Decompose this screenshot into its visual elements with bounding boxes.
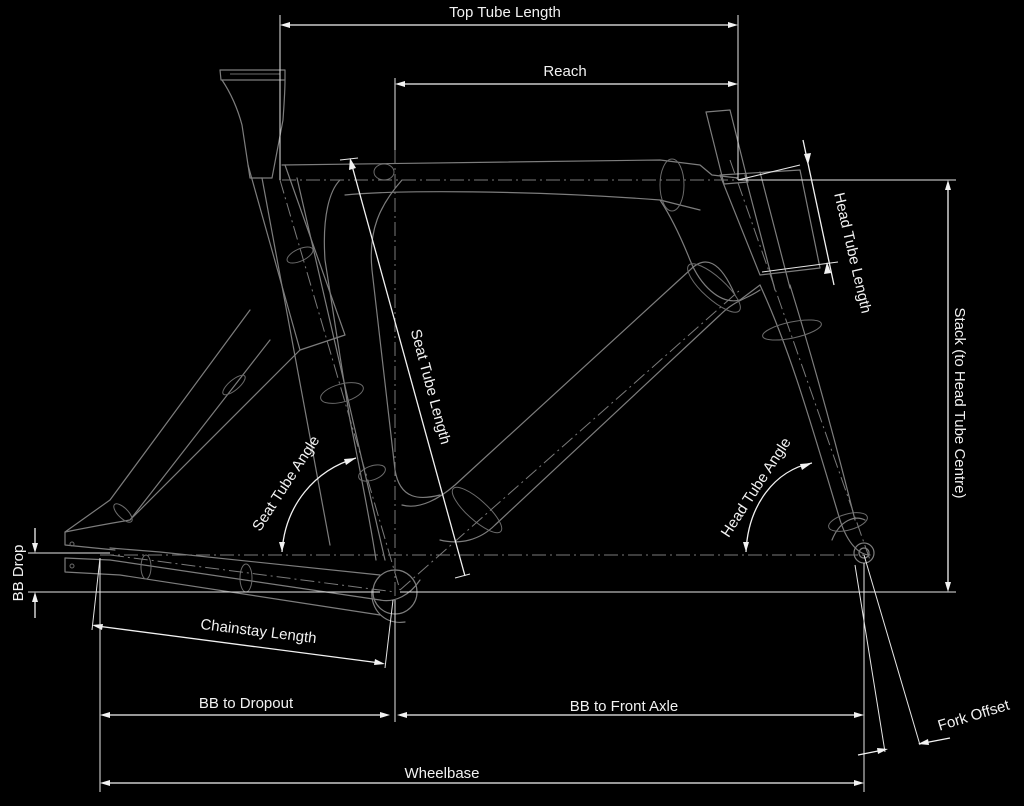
label-top-tube-length: Top Tube Length: [449, 4, 561, 21]
construction-centerlines: [100, 150, 871, 600]
label-bb-to-front-axle: BB to Front Axle: [570, 698, 678, 715]
label-seat-tube-length: Seat Tube Length: [407, 327, 454, 446]
label-head-tube-angle: Head Tube Angle: [718, 435, 795, 541]
dimension-lines: [28, 15, 956, 792]
label-chainstay-length: Chainstay Length: [200, 616, 318, 647]
label-wheelbase: Wheelbase: [404, 765, 479, 782]
bike-frame-outline: [64, 69, 875, 623]
label-head-tube-length: Head Tube Length: [830, 191, 874, 315]
label-reach: Reach: [543, 63, 586, 80]
label-bb-to-dropout: BB to Dropout: [199, 695, 294, 712]
label-stack: Stack (to Head Tube Centre): [951, 308, 968, 499]
label-bb-drop: BB Drop: [10, 545, 27, 602]
label-fork-offset: Fork Offset: [936, 697, 1012, 735]
dimension-labels: Top Tube Length Reach Head Tube Length S…: [10, 4, 1012, 782]
